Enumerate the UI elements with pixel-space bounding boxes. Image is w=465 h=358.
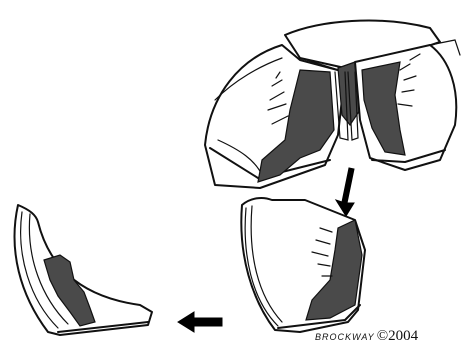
left-wedge: [205, 45, 345, 188]
whole-specimen: [205, 21, 460, 188]
arrow-down: [336, 168, 354, 216]
isolated-wedge: [241, 198, 365, 332]
arrow-left: [178, 312, 222, 332]
right-wedge: [355, 40, 460, 170]
artist-signature: BROCKWAY©2004: [315, 328, 418, 345]
copyright-notice: ©2004: [377, 328, 418, 344]
artist-name: BROCKWAY: [315, 332, 375, 342]
final-section: [15, 205, 152, 335]
